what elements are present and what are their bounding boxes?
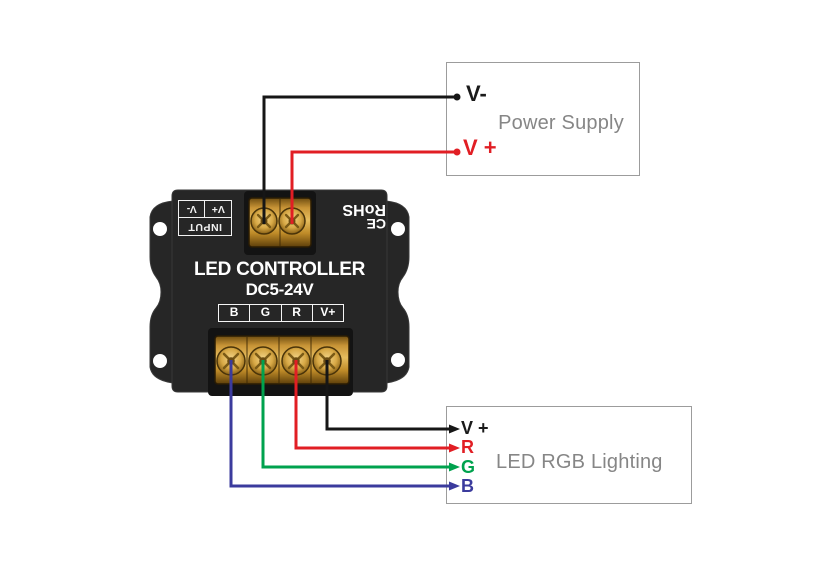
input-terminal-block bbox=[244, 191, 316, 255]
controller-device bbox=[149, 189, 410, 396]
ce-mark: CE bbox=[366, 216, 386, 232]
wire-out-r-red bbox=[294, 360, 451, 450]
power-supply-title: Power Supply bbox=[498, 112, 624, 134]
wire-endpoints bbox=[449, 93, 461, 491]
device-title: LED CONTROLLER bbox=[193, 259, 365, 280]
wires bbox=[229, 95, 455, 488]
wire-end-dot bbox=[453, 148, 461, 156]
input-cell-vplus: V+ bbox=[204, 201, 231, 217]
wire-arrow bbox=[449, 462, 460, 472]
wire-out-b-blue bbox=[229, 360, 451, 488]
device-voltage-label: DC5-24V bbox=[245, 280, 314, 299]
mounting-hole bbox=[391, 353, 405, 367]
input-terminal-label: INPUT V+ V- bbox=[178, 200, 232, 236]
wire-vminus-black bbox=[262, 95, 455, 224]
wire-arrow bbox=[449, 443, 460, 453]
power-supply-vplus-label: V + bbox=[463, 135, 497, 160]
output-label-g: G bbox=[249, 305, 280, 321]
output-terminal-labels: B G R V+ bbox=[218, 304, 344, 322]
output-label-b: B bbox=[229, 305, 239, 319]
input-cell-vminus: V- bbox=[186, 203, 197, 215]
right-mounting-wing bbox=[385, 200, 410, 384]
mounting-hole bbox=[153, 222, 167, 236]
mounting-hole bbox=[153, 354, 167, 368]
left-mounting-wing bbox=[149, 200, 174, 384]
lighting-title: LED RGB Lighting bbox=[496, 451, 663, 473]
wire-arrow bbox=[449, 424, 460, 434]
output-label-r: R bbox=[280, 305, 312, 321]
mounting-hole bbox=[391, 222, 405, 236]
input-caption: INPUT bbox=[188, 221, 222, 233]
output-label-vp: V+ bbox=[311, 305, 343, 321]
power-supply-vminus-label: V- bbox=[466, 81, 487, 106]
power-supply-box bbox=[446, 62, 640, 176]
rohs-mark: RoHS bbox=[342, 201, 386, 218]
lighting-r-label: R bbox=[461, 437, 474, 457]
wire-out-vplus-black bbox=[325, 360, 451, 431]
wire-end-dot bbox=[453, 93, 461, 101]
lighting-b-label: B bbox=[461, 476, 474, 496]
lighting-g-label: G bbox=[461, 457, 476, 477]
wire-arrow bbox=[449, 481, 460, 491]
certification-marks: CE RoHS bbox=[310, 195, 386, 235]
led-lighting-box bbox=[446, 406, 692, 504]
wire-vplus-red bbox=[290, 150, 455, 224]
lighting-vplus-label: V + bbox=[461, 418, 489, 438]
wire-out-g-green bbox=[261, 360, 451, 469]
